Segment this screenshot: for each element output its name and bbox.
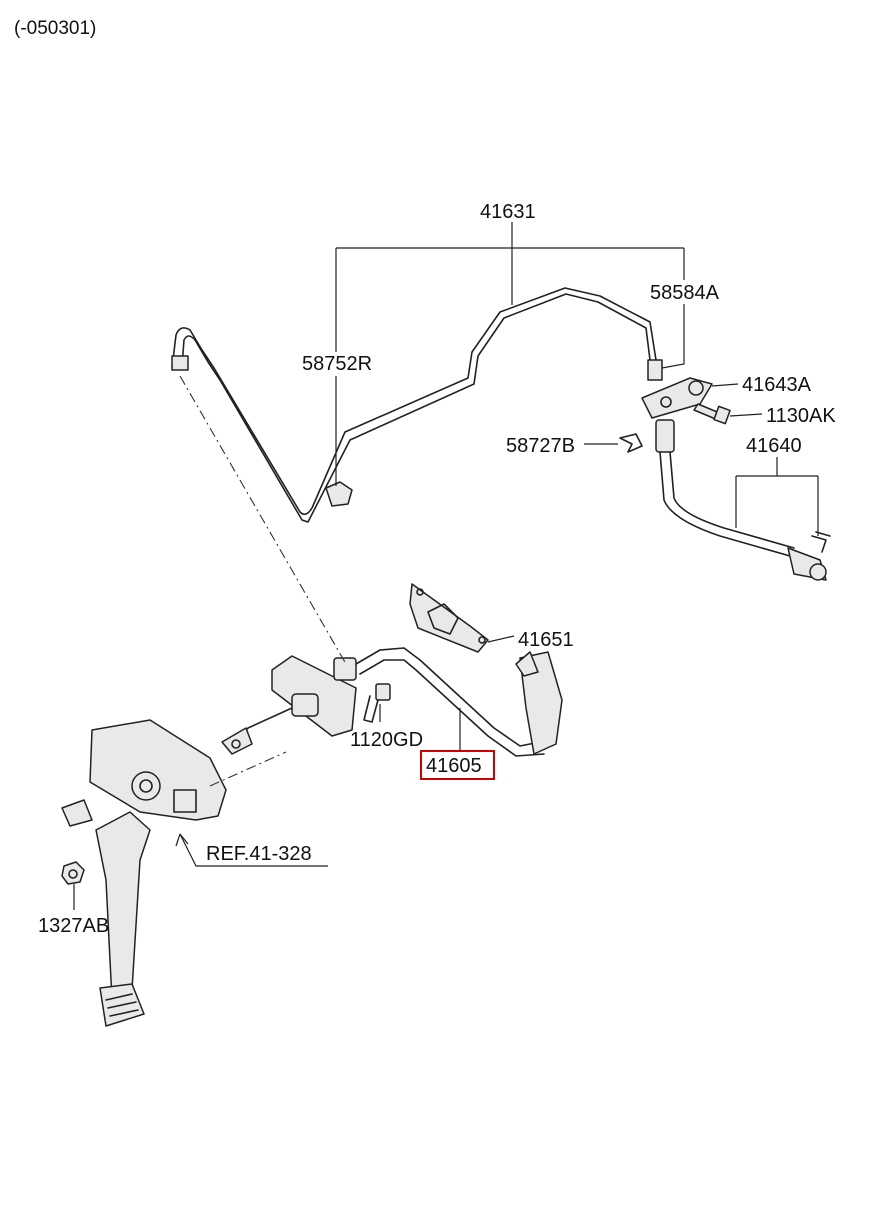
bolt-1120GD[interactable] xyxy=(363,683,391,723)
label-41643A[interactable]: 41643A xyxy=(742,374,812,396)
label-41640[interactable]: 41640 xyxy=(746,435,802,457)
label-41631[interactable]: 41631 xyxy=(480,201,536,223)
alignment-line-tube xyxy=(179,375,347,665)
clip-58752R[interactable] xyxy=(325,481,353,507)
nut-1327AB[interactable] xyxy=(61,861,85,885)
label-58752R[interactable]: 58752R xyxy=(302,353,372,375)
alignment-line-pedal xyxy=(209,751,287,787)
label-ref-41-328[interactable]: REF.41-328 xyxy=(206,843,312,865)
master-cylinder[interactable] xyxy=(221,655,357,755)
label-41605[interactable]: 41605 xyxy=(426,755,482,777)
clip-58727B[interactable] xyxy=(619,433,643,453)
bracket-41643A[interactable] xyxy=(641,377,713,419)
label-58584A[interactable]: 58584A xyxy=(650,282,720,304)
clutch-hose-41640[interactable] xyxy=(655,419,831,581)
leader-lines xyxy=(73,222,819,910)
label-41651[interactable]: 41651 xyxy=(518,629,574,651)
clutch-pipe-41605[interactable] xyxy=(355,647,563,757)
diagram-date-code: (-050301) xyxy=(14,18,96,39)
bolt-1130AK[interactable] xyxy=(693,403,731,425)
label-1130AK[interactable]: 1130AK xyxy=(766,405,836,427)
tube-end-fitting-left xyxy=(171,355,189,371)
highlight-box-41605 xyxy=(420,750,495,780)
clutch-pedal-assembly[interactable] xyxy=(61,719,227,1027)
tube-end-fitting-right xyxy=(647,359,663,381)
label-1327AB[interactable]: 1327AB xyxy=(38,915,109,937)
label-58727B[interactable]: 58727B xyxy=(506,435,575,457)
gasket-41651[interactable] xyxy=(409,583,489,653)
clutch-tube-41631[interactable] xyxy=(171,287,663,523)
label-1120GD[interactable]: 1120GD xyxy=(350,729,423,751)
